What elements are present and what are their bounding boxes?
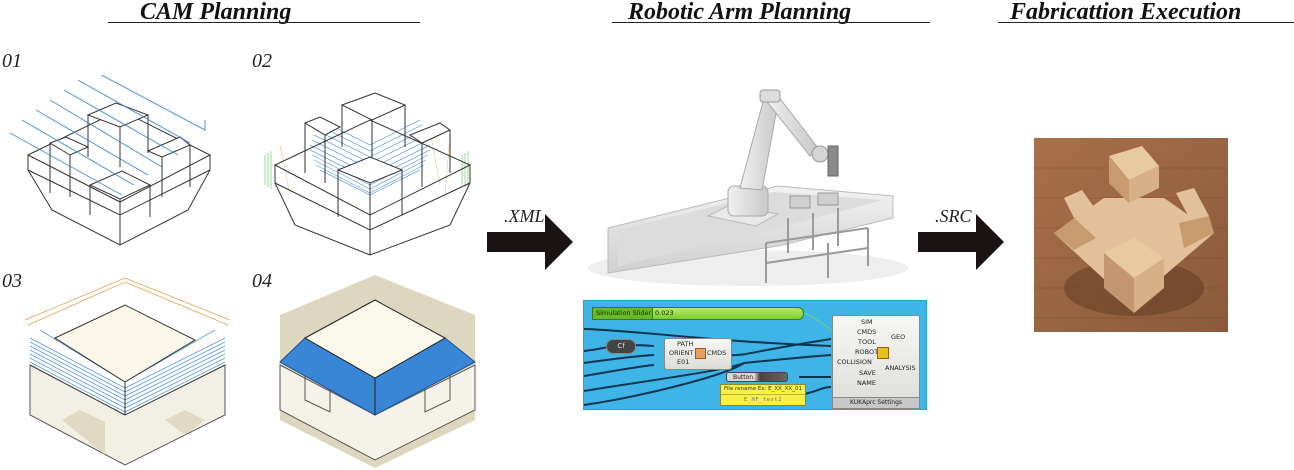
right-arrow-icon	[487, 212, 577, 272]
fabrication-heading-rule	[998, 22, 1294, 23]
orient-component[interactable]: PATH ORIENT E01 CMDS	[664, 338, 732, 370]
input-collision: COLLISION	[837, 358, 872, 366]
src-arrow-label: .SRC	[935, 206, 972, 226]
cam-step-03-drawing	[0, 270, 240, 470]
output-analysis: ANALYSIS	[885, 364, 916, 372]
input-e01: E01	[677, 358, 690, 366]
step-number-02: 02	[252, 50, 272, 72]
file-name-panel[interactable]: File rename Ex: E_XX_XX_01 E_HF_test2	[720, 384, 806, 406]
step-number-01: 01	[2, 50, 22, 72]
slider-value: 0.023	[655, 309, 674, 317]
fabrication-heading: Fabricattion Execution	[1010, 0, 1242, 25]
orient-icon	[695, 348, 706, 359]
robot-heading-rule	[612, 22, 930, 23]
step-number-03: 03	[2, 270, 22, 292]
robot-cell-render	[578, 68, 914, 296]
save-button[interactable]: Button	[726, 372, 788, 382]
robot-planning-heading: Robotic Arm Planning	[628, 0, 852, 25]
cam-planning-heading: CAM Planning	[140, 0, 292, 25]
file-name-value[interactable]: E_HF_test2	[743, 397, 783, 403]
kukaprc-footer: KUKAprc Settings	[833, 397, 919, 408]
xml-arrow-label: .XML	[504, 206, 545, 226]
step-number-04: 04	[252, 270, 272, 292]
wire-layer	[584, 312, 832, 406]
right-arrow-icon	[918, 212, 1008, 272]
input-save: SAVE	[859, 369, 876, 377]
output-geo: GEO	[891, 333, 906, 341]
cam-step-04-drawing	[250, 270, 490, 470]
cam-step-02-drawing	[250, 75, 485, 260]
input-robot: ROBOT	[855, 348, 879, 356]
file-name-panel-header: File rename Ex: E_XX_XX_01	[721, 385, 805, 395]
simulation-slider[interactable]: Simulation Slider 0.023	[592, 307, 804, 320]
input-path: PATH	[677, 340, 694, 348]
fabricated-wood-model-photo	[1034, 138, 1228, 332]
slider-name: Simulation Slider	[593, 308, 653, 319]
cf-parameter[interactable]: Cf	[606, 339, 636, 354]
input-sim: SIM	[861, 318, 873, 326]
input-cmds: CMDS	[857, 328, 877, 336]
kukaprc-settings-component[interactable]: SIM CMDS TOOL ROBOT COLLISION SAVE NAME …	[832, 315, 920, 409]
input-name: NAME	[857, 379, 877, 387]
cam-heading-rule	[108, 22, 420, 23]
output-cmds: CMDS	[707, 349, 727, 357]
input-orient: ORIENT	[669, 349, 694, 357]
kuka-icon	[877, 347, 889, 359]
cam-step-01-drawing	[0, 75, 240, 260]
grasshopper-canvas: Simulation Slider 0.023 Cf PATH ORIENT E…	[583, 300, 927, 410]
input-tool: TOOL	[858, 338, 876, 346]
